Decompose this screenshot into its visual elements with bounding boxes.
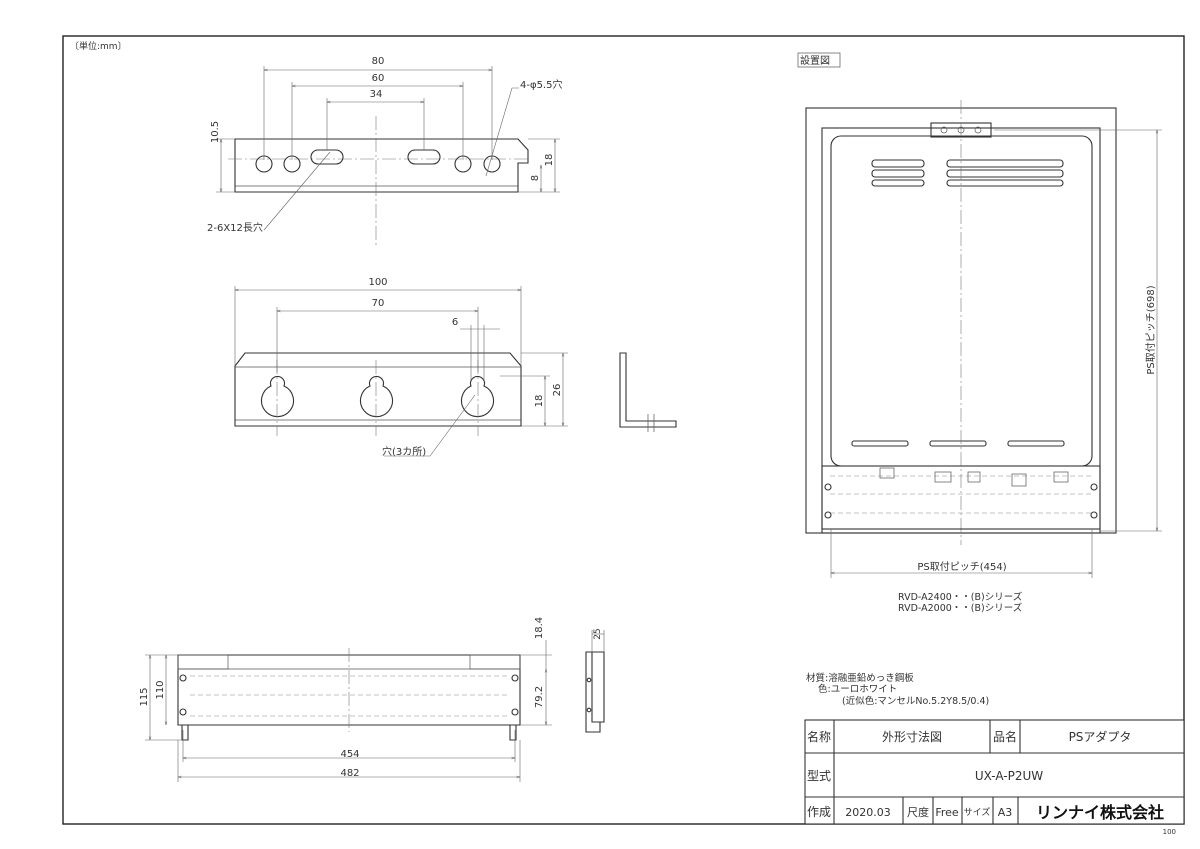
dim-6: 6 <box>452 317 458 328</box>
hole-callout: 4-φ5.5穴 <box>520 78 562 91</box>
slot-callout: 2-6X12長穴 <box>207 221 263 234</box>
name-value: 外形寸法図 <box>882 730 942 744</box>
bracket-top-view <box>216 66 560 247</box>
install-label: 設置図 <box>800 54 830 67</box>
dim-60: 60 <box>372 73 385 84</box>
size-label: サイズ <box>964 806 991 818</box>
model-label: 型式 <box>807 769 831 783</box>
material-line-3: (近似色:マンセルNo.5.2Y8.5/0.4) <box>842 695 989 707</box>
dim-80: 80 <box>372 56 385 67</box>
bracket-long-view <box>145 640 552 782</box>
pitch-horizontal: PS取付ピッチ(454) <box>917 560 1006 573</box>
installation-view <box>805 100 1162 578</box>
page-corner-number: 100 <box>1163 828 1176 836</box>
keyhole <box>359 375 394 418</box>
dim-18: 18 <box>544 154 555 167</box>
keyhole <box>260 375 295 418</box>
created-value: 2020.03 <box>845 806 891 819</box>
keyhole-callout: 穴(3カ所) <box>382 445 426 458</box>
scale-label: 尺度 <box>907 805 929 819</box>
scale-value: Free <box>935 806 959 819</box>
size-value: A3 <box>998 806 1013 819</box>
unit-note: 〔単位:mm〕 <box>70 40 127 52</box>
material-line-2: 色:ユーロホワイト <box>818 683 897 695</box>
series-1: RVD-A2400・・(B)シリーズ <box>898 591 1023 603</box>
dim-482: 482 <box>340 768 359 779</box>
install-label-box <box>797 52 841 68</box>
dim-26: 26 <box>552 384 563 397</box>
material-line-1: 材質:溶融亜鉛めっき鋼板 <box>806 672 914 684</box>
bracket-keyhole-view <box>234 286 568 457</box>
created-label: 作成 <box>807 805 831 819</box>
bracket-long-side-profile <box>585 630 605 733</box>
model-value: UX-A-P2UW <box>975 769 1043 783</box>
dim-110: 110 <box>155 680 166 699</box>
product-label: 品名 <box>993 729 1017 744</box>
dim-34: 34 <box>370 89 383 100</box>
product-value: PSアダプタ <box>1069 729 1132 744</box>
dim-10-5: 10.5 <box>210 121 221 143</box>
series-2: RVD-A2000・・(B)シリーズ <box>898 602 1023 614</box>
dim-8: 8 <box>530 175 541 181</box>
dim-454: 454 <box>340 749 359 760</box>
dim-18-mid: 18 <box>534 395 545 408</box>
name-label: 名称 <box>807 729 831 744</box>
pitch-vertical: PS取付ピッチ(698) <box>1144 285 1157 374</box>
company-name: リンナイ株式会社 <box>1036 803 1164 822</box>
bracket-side-profile <box>619 352 677 432</box>
dim-79-2: 79.2 <box>534 686 545 708</box>
dim-100: 100 <box>368 277 387 288</box>
dim-115: 115 <box>139 687 150 706</box>
dim-25: 25 <box>593 628 603 639</box>
keyhole <box>460 375 495 418</box>
slot-hole <box>310 149 344 165</box>
dim-18-4: 18.4 <box>534 617 545 639</box>
drawing-frame <box>62 35 1185 825</box>
slot-hole <box>407 149 441 165</box>
dim-70: 70 <box>372 298 385 309</box>
title-block <box>804 719 1185 825</box>
